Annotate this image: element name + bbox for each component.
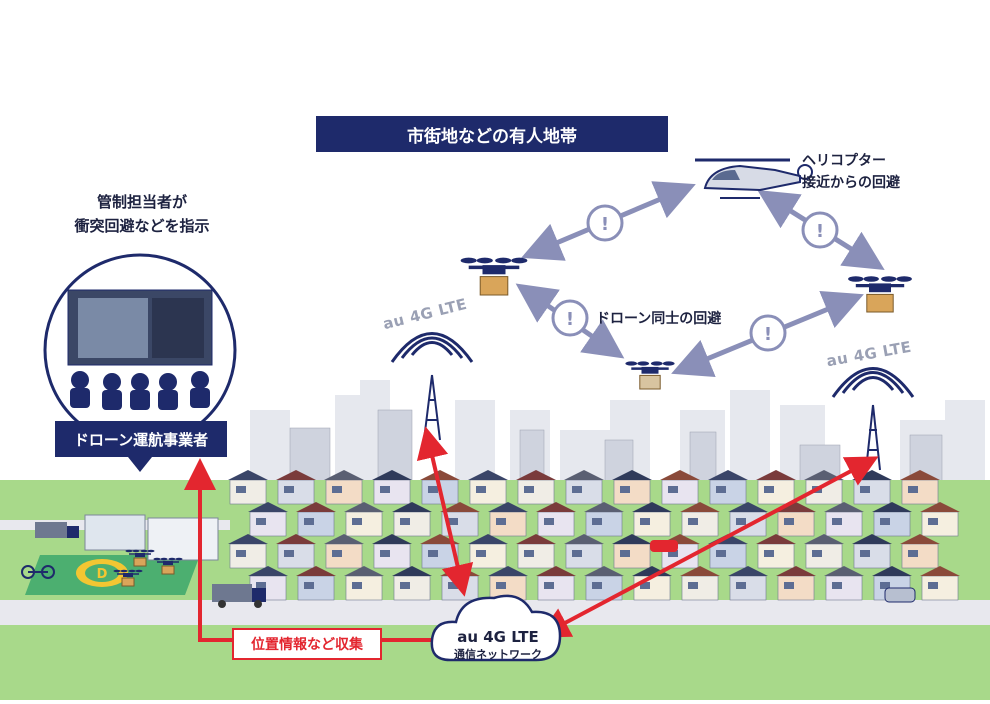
arrow-cloud-tower-right — [537, 456, 879, 638]
network-line1: au 4G LTE — [457, 628, 539, 646]
antenna-tower-icon-left — [423, 374, 441, 441]
drone-icon-bottom — [625, 361, 675, 390]
package-icon — [639, 374, 661, 390]
house — [920, 502, 960, 537]
house — [276, 470, 316, 505]
drone-icon-helipad-1 — [125, 549, 155, 567]
house — [852, 470, 892, 505]
network-label: au 4G LTE 通信ネットワーク — [440, 628, 556, 662]
warning-icon-symbol: ! — [764, 324, 772, 345]
house — [228, 470, 268, 505]
house — [920, 566, 960, 601]
house — [872, 502, 912, 537]
house — [488, 502, 528, 537]
bicycle-icon — [21, 565, 55, 579]
house — [900, 470, 940, 505]
drone-icon-helipad-2 — [153, 557, 183, 575]
package-icon — [133, 557, 147, 567]
controller-line1: 管制担当者が — [96, 193, 187, 211]
house — [344, 502, 384, 537]
house — [468, 534, 508, 569]
truck-icon — [212, 584, 266, 608]
heliport: D — [25, 514, 219, 595]
antenna-tower-icon-right — [865, 404, 881, 471]
signal-wave-icon-left — [390, 332, 474, 363]
house — [296, 566, 336, 601]
control-room — [43, 253, 237, 472]
house — [344, 566, 384, 601]
drone-avoid-label: ドローン同士の回避 — [596, 311, 722, 327]
house — [324, 470, 364, 505]
controller-line2: 衝突回避などを指示 — [74, 217, 210, 235]
warning-icon-symbol: ! — [816, 221, 824, 242]
signal-wave-icon-right — [831, 367, 915, 398]
car-icon — [884, 587, 916, 603]
house — [468, 470, 508, 505]
house — [276, 534, 316, 569]
house — [372, 534, 412, 569]
package-icon — [121, 577, 135, 587]
drone-icon-right — [848, 276, 912, 313]
helicopter-icon — [695, 158, 813, 199]
warning-icon-symbol: ! — [566, 309, 574, 330]
area-banner: 市街地などの有人地帯 — [316, 116, 668, 152]
helicopter-label: ヘリコプター 接近からの回避 — [802, 150, 900, 194]
house — [248, 502, 288, 537]
operator-box: ドローン運航事業者 — [55, 421, 227, 457]
helicopter-line1: ヘリコプター — [802, 153, 886, 169]
car-icon-red — [650, 540, 678, 552]
package-icon — [866, 293, 894, 313]
house — [228, 534, 268, 569]
arrow-tower-cloud-left — [416, 426, 474, 597]
drone-icon-left — [460, 257, 528, 296]
house — [372, 470, 412, 505]
warning-icon-symbol: ! — [601, 214, 609, 235]
house — [900, 534, 940, 569]
controller-label: 管制担当者が 衝突回避などを指示 — [72, 190, 212, 238]
heliport-letter: D — [97, 567, 108, 582]
truck-icon-2 — [35, 522, 79, 538]
house — [296, 502, 336, 537]
house — [324, 534, 364, 569]
drones — [113, 257, 912, 587]
cloud-icon — [430, 594, 562, 662]
collect-label: 位置情報など収集 — [232, 628, 382, 660]
package-icon — [479, 276, 509, 296]
drone-icon-helipad-3 — [113, 569, 143, 587]
warning-icons: ! ! ! ! — [551, 204, 839, 352]
helicopter-line2: 接近からの回避 — [802, 175, 900, 191]
network-line2: 通信ネットワーク — [454, 648, 542, 661]
package-icon — [161, 565, 175, 575]
